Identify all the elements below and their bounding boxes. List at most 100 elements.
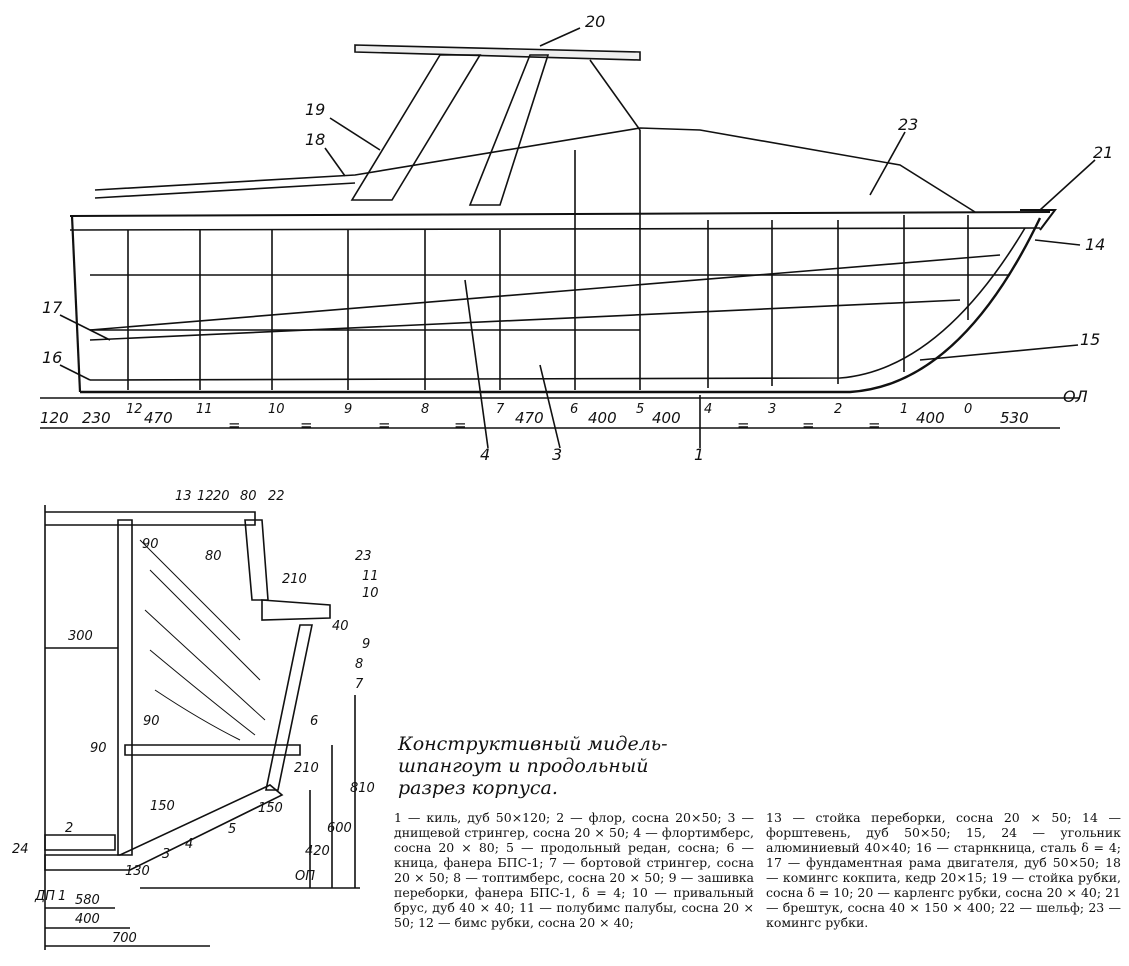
callout-1: 1: [58, 889, 66, 904]
dim-90c: 90: [90, 741, 107, 756]
section-dim-labels: 80 90 80 210 40 300 90 90 210 150 810 60…: [34, 489, 375, 946]
dim-210b: 210: [294, 761, 319, 776]
equal-mark: =: [378, 416, 391, 434]
callout-1: 1: [694, 445, 704, 464]
spacing-dims: 120 230 470 470 400 400 400 530 = = = = …: [40, 409, 1029, 434]
sheer-line: [69, 211, 1051, 217]
station-10: 10: [268, 402, 285, 417]
dim-80b: 80: [205, 549, 222, 564]
cabin-post: [468, 54, 550, 206]
transom: [70, 215, 82, 393]
station-6: 6: [570, 402, 578, 417]
station-12: 12: [126, 402, 143, 417]
dim-600: 600: [327, 821, 352, 836]
callout-8: 8: [355, 657, 363, 672]
callout-4: 4: [480, 445, 490, 464]
callout-12: 12: [197, 489, 214, 504]
station-0: 0: [964, 402, 972, 417]
dim-400: 400: [75, 912, 100, 927]
dim-400b: 400: [652, 409, 681, 427]
station-1: 1: [900, 402, 908, 417]
side-callout-labels: 20 19 18 23 21 14 17 16 15 4 3 1 ОЛ: [42, 12, 1113, 464]
dim-580: 580: [75, 893, 100, 908]
bottom-inner: [89, 227, 1026, 381]
dim-420: 420: [305, 844, 330, 859]
callout-15: 15: [1080, 330, 1100, 349]
caption: Конструктивный мидель- шпангоут и продол…: [398, 733, 698, 799]
caption-line-2: шпангоут и продольный: [398, 755, 649, 777]
callout-22: 22: [268, 489, 285, 504]
callout-23: 23: [355, 549, 372, 564]
equal-mark: =: [802, 416, 815, 434]
station-9: 9: [344, 402, 352, 417]
legend-right: 13 — стойка переборки, сосна 20 × 50; 14…: [766, 810, 1121, 930]
callout-7: 7: [355, 677, 364, 692]
cabin-roof: [354, 44, 641, 61]
callout-11: 11: [362, 569, 379, 584]
caption-line-3: разрез корпуса.: [398, 777, 558, 799]
dim-90b: 90: [143, 714, 160, 729]
bulkhead-post-13: [117, 519, 133, 856]
baseline-label: ОЛ: [1063, 387, 1088, 406]
equal-mark: =: [228, 416, 241, 434]
cabin-beam-12: [45, 511, 256, 526]
sheer-line-upper: [94, 127, 976, 213]
station-5: 5: [636, 402, 644, 417]
callout-13: 13: [175, 489, 192, 504]
floortimber-4: [44, 784, 284, 871]
station-11: 11: [196, 402, 213, 417]
callout-24: 24: [12, 842, 29, 857]
baseline-op-label: ОП: [295, 869, 315, 884]
dim-700: 700: [112, 931, 137, 946]
dim-150b: 150: [150, 799, 175, 814]
station-2: 2: [834, 402, 842, 417]
equal-mark: =: [454, 416, 467, 434]
cabin-post: [244, 519, 269, 601]
dim-150: 150: [258, 801, 283, 816]
dim-90: 90: [142, 537, 159, 552]
callout-20: 20: [585, 12, 605, 31]
deck-halfbeam-11: [261, 599, 331, 621]
dim-530: 530: [1000, 409, 1029, 427]
callout-9: 9: [362, 637, 370, 652]
callout-2: 2: [65, 821, 73, 836]
cabin-post-19: [350, 54, 482, 201]
dim-120: 120: [40, 409, 69, 427]
dim-400a: 400: [588, 409, 617, 427]
station-7: 7: [496, 402, 505, 417]
dim-80: 80: [240, 489, 257, 504]
callout-18: 18: [305, 130, 325, 149]
equal-mark: =: [868, 416, 881, 434]
callout-20: 20: [213, 489, 230, 504]
callout-3: 3: [162, 847, 170, 862]
callout-21: 21: [1093, 143, 1113, 162]
dim-40: 40: [332, 619, 349, 634]
callout-3: 3: [552, 445, 562, 464]
dim-230: 230: [82, 409, 111, 427]
side-view: [40, 27, 1096, 449]
dim-300: 300: [68, 629, 93, 644]
callout-16: 16: [42, 348, 62, 367]
station-labels: 12 11 10 9 8 7 6 5 4 3 2 1 0: [126, 402, 972, 417]
callout-17: 17: [42, 298, 63, 317]
section-view: [44, 505, 360, 950]
caption-line-1: Конструктивный мидель-: [398, 733, 668, 755]
floor-step: [124, 744, 301, 756]
callout-6: 6: [310, 714, 318, 729]
section-callout-labels: 13 12 20 22 23 11 10 9 8 7 6 5 4 3 2 24 …: [12, 489, 379, 904]
callout-10: 10: [362, 586, 379, 601]
station-3: 3: [768, 402, 776, 417]
equal-mark: =: [737, 416, 750, 434]
station-8: 8: [421, 402, 429, 417]
callout-14: 14: [1085, 235, 1105, 254]
engine-bed: [89, 254, 1001, 331]
callout-5: 5: [228, 822, 236, 837]
legend-left: 1 — киль, дуб 50×120; 2 — флор, сосна 20…: [394, 810, 754, 930]
keel-line: [80, 217, 1042, 394]
equal-mark: =: [300, 416, 313, 434]
dim-470b: 470: [515, 409, 544, 427]
callout-4: 4: [185, 837, 193, 852]
dim-130: 130: [125, 864, 150, 879]
floor-2: [44, 834, 116, 851]
